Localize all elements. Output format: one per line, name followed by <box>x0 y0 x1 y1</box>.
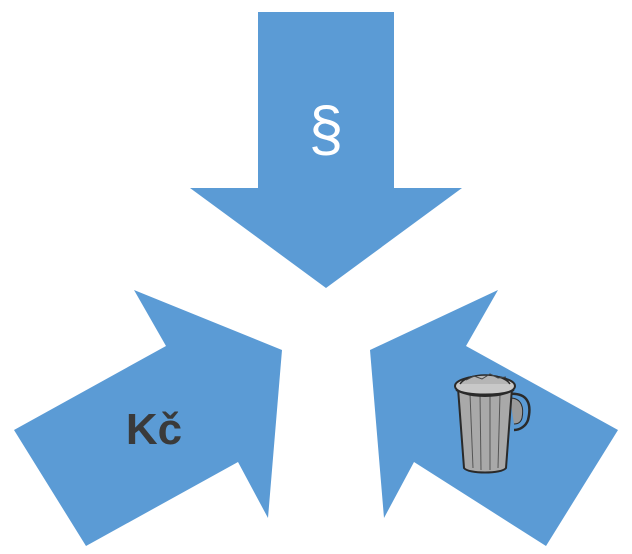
right-arrow <box>370 290 618 546</box>
section-sign-label: § <box>309 95 343 164</box>
left-arrow: Kč <box>14 290 282 546</box>
currency-czk-label: Kč <box>126 405 182 454</box>
top-arrow: § <box>190 12 462 288</box>
